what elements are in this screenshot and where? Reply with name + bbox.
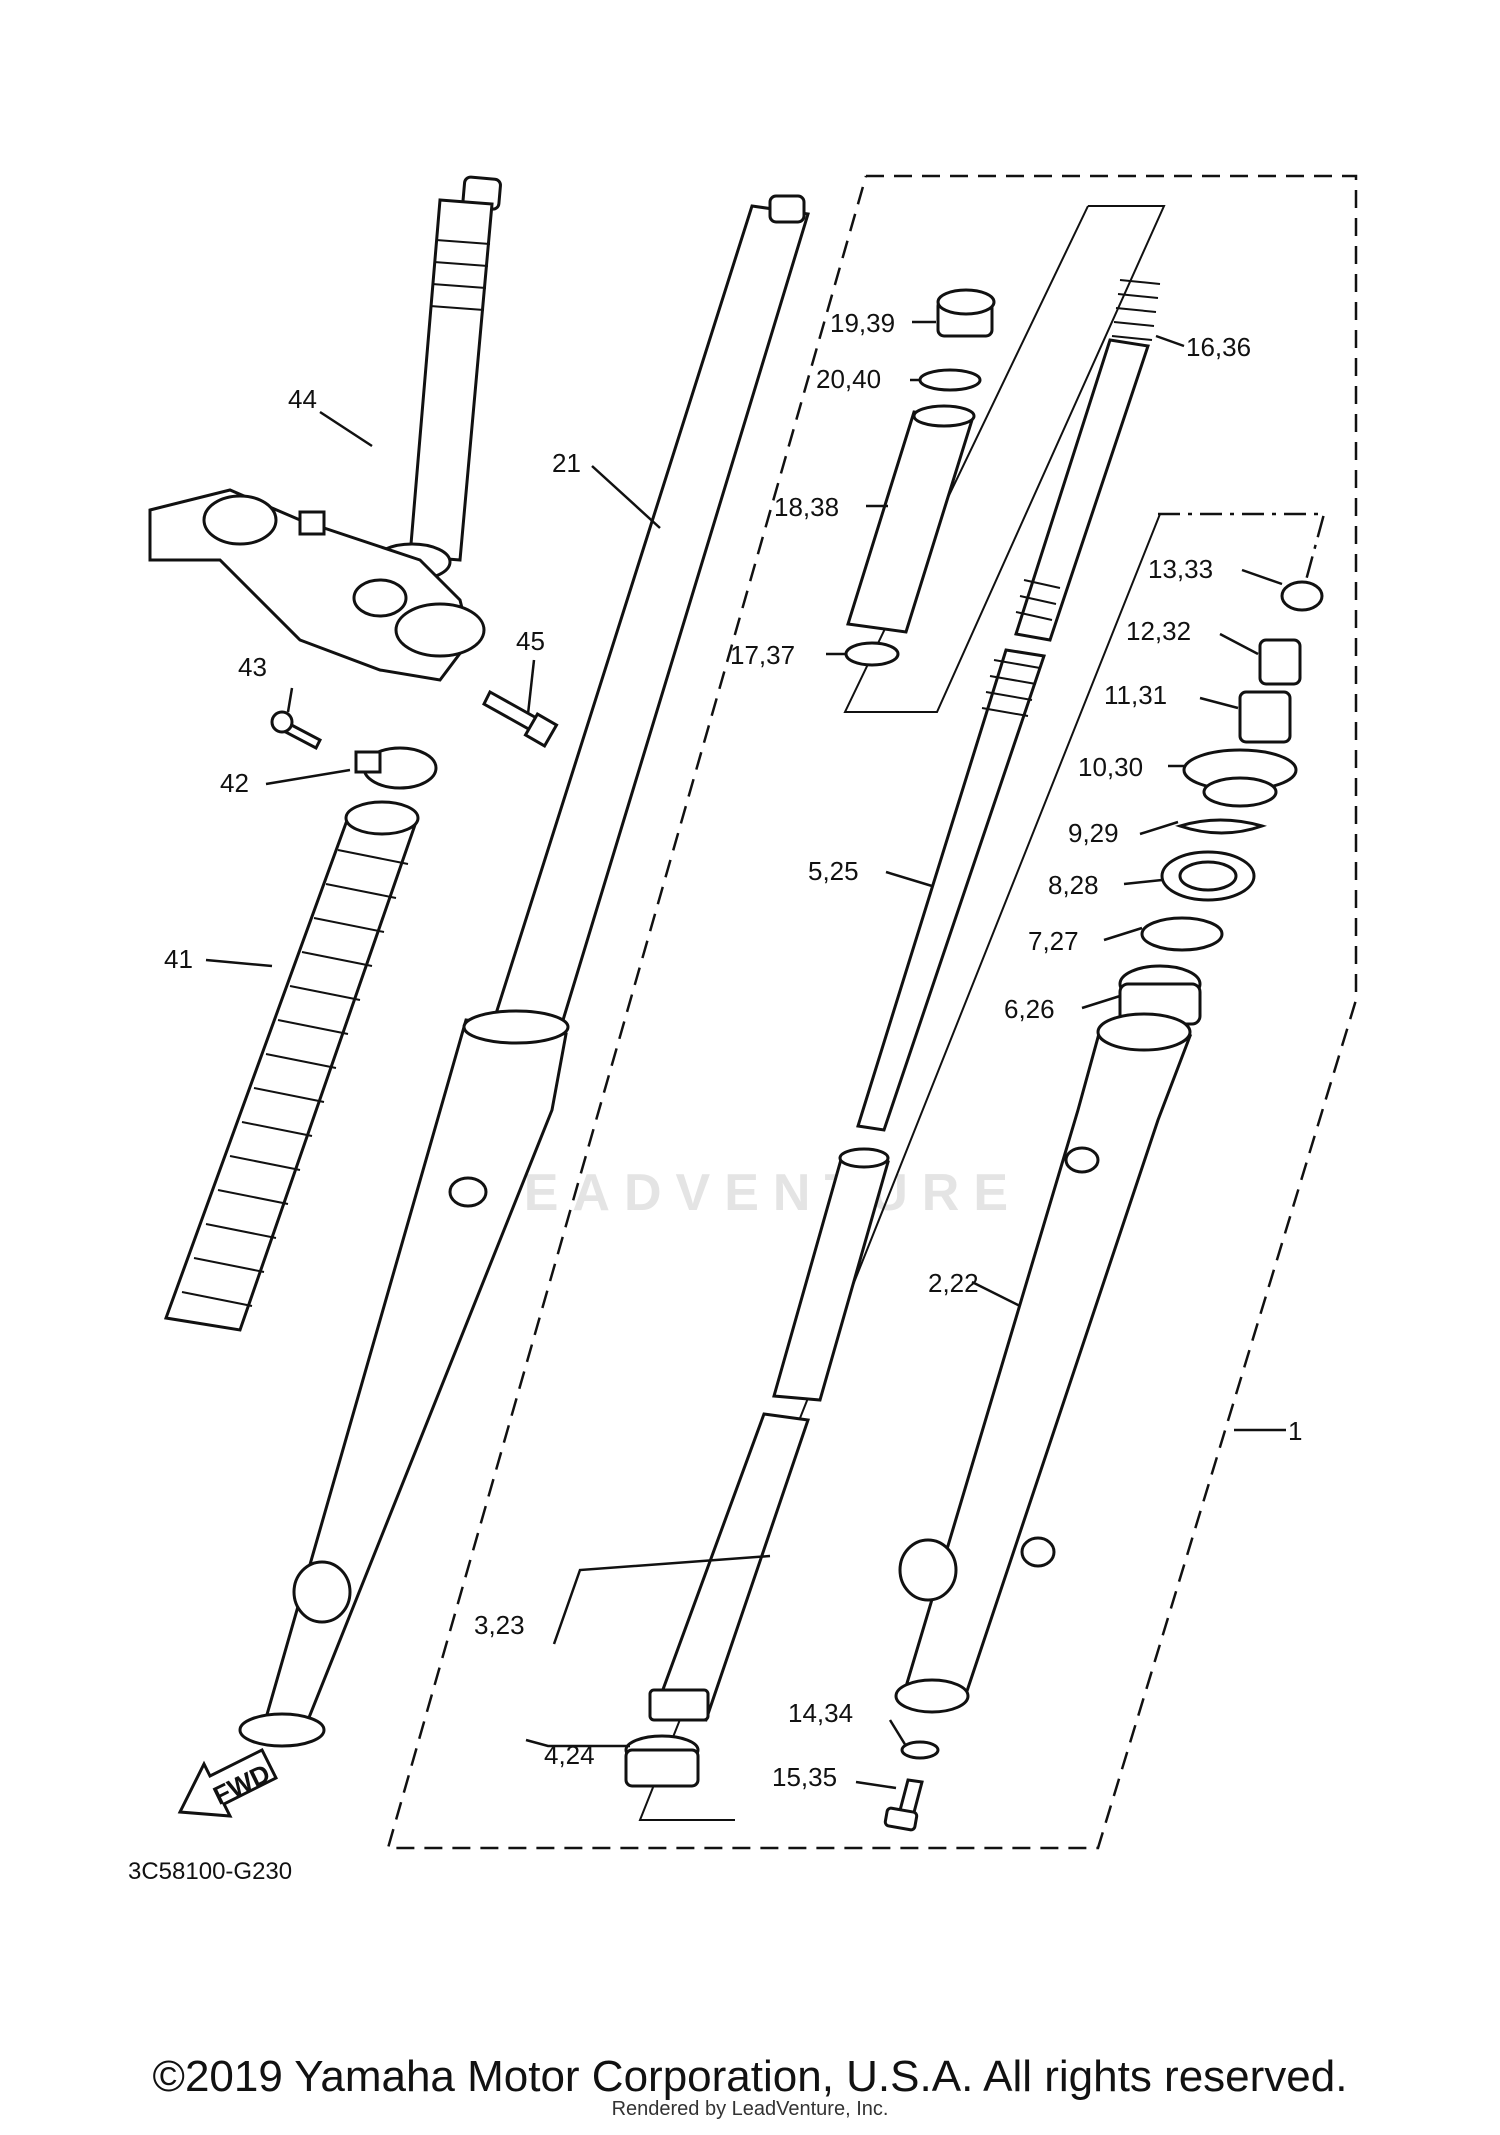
label-19-39: 19,39 [830, 308, 895, 338]
label-17-37: 17,37 [730, 640, 795, 670]
bushing-4 [624, 1734, 700, 1788]
label-41: 41 [164, 944, 193, 974]
label-45: 45 [516, 626, 545, 656]
fwd-arrow-icon: FWD [177, 1747, 279, 1818]
o-ring-20 [918, 368, 982, 392]
label-6-26: 6,26 [1004, 994, 1055, 1024]
oil-seal-8 [1160, 850, 1256, 902]
drawing-code: 3C58100-G230 [128, 1858, 293, 1885]
clip-9 [1175, 818, 1267, 835]
fork-boot-41 [163, 800, 420, 1332]
label-13-33: 13,33 [1148, 554, 1213, 584]
label-5-25: 5,25 [808, 856, 859, 886]
label-16-36: 16,36 [1186, 332, 1251, 362]
label-43: 43 [238, 652, 267, 682]
outer-tube-2 [894, 1012, 1193, 1714]
cap-bolt-19 [936, 288, 996, 338]
bolt-45 [482, 689, 559, 748]
label-44: 44 [288, 384, 317, 414]
label-21: 21 [552, 448, 581, 478]
label-42: 42 [220, 768, 249, 798]
group-outline-fork-assembly [386, 174, 1358, 1850]
label-12-32: 12,32 [1126, 616, 1191, 646]
copyright-notice: ©2019 Yamaha Motor Corporation, U.S.A. A… [152, 2052, 1348, 2101]
washer-14 [900, 1740, 940, 1760]
spacer-18 [846, 404, 976, 634]
bushing-11 [1238, 690, 1292, 744]
label-7-27: 7,27 [1028, 926, 1079, 956]
screw-43 [270, 710, 322, 751]
label-1: 1 [1288, 1416, 1302, 1446]
label-8-28: 8,28 [1048, 870, 1099, 900]
label-20-40: 20,40 [816, 364, 881, 394]
label-9-29: 9,29 [1068, 818, 1119, 848]
leader-lines [205, 320, 1286, 1790]
label-11-31: 11,31 [1104, 680, 1167, 710]
label-18-38: 18,38 [774, 492, 839, 522]
inner-tube-3 [648, 1147, 890, 1722]
label-15-35: 15,35 [772, 1762, 837, 1792]
fork-leg-left-21 [238, 194, 810, 1748]
bolt-15 [883, 1778, 924, 1832]
group-outline-inner-tube [843, 205, 1166, 713]
steering-stem [372, 175, 502, 582]
rendered-by: Rendered by LeadVenture, Inc. [611, 2098, 889, 2120]
label-14-34: 14,34 [788, 1698, 853, 1728]
spring-13 [1280, 580, 1324, 612]
watermark: LEADVENTURE [477, 1164, 1023, 1222]
washer-17 [844, 641, 900, 667]
group-outline-outer-tube [638, 513, 1161, 1821]
damper-rod-5 [856, 648, 1046, 1132]
lower-bracket [148, 488, 486, 682]
group-outline-damper [1158, 512, 1326, 585]
seal-10 [1182, 748, 1298, 808]
clamp-42 [354, 746, 438, 790]
collar-12 [1258, 638, 1302, 686]
label-2-22: 2,22 [928, 1268, 979, 1298]
washer-7 [1140, 916, 1224, 952]
label-3-23: 3,23 [474, 1610, 525, 1640]
fork-spring-16 [1014, 279, 1161, 642]
label-4-24: 4,24 [544, 1740, 595, 1770]
label-10-30: 10,30 [1078, 752, 1143, 782]
